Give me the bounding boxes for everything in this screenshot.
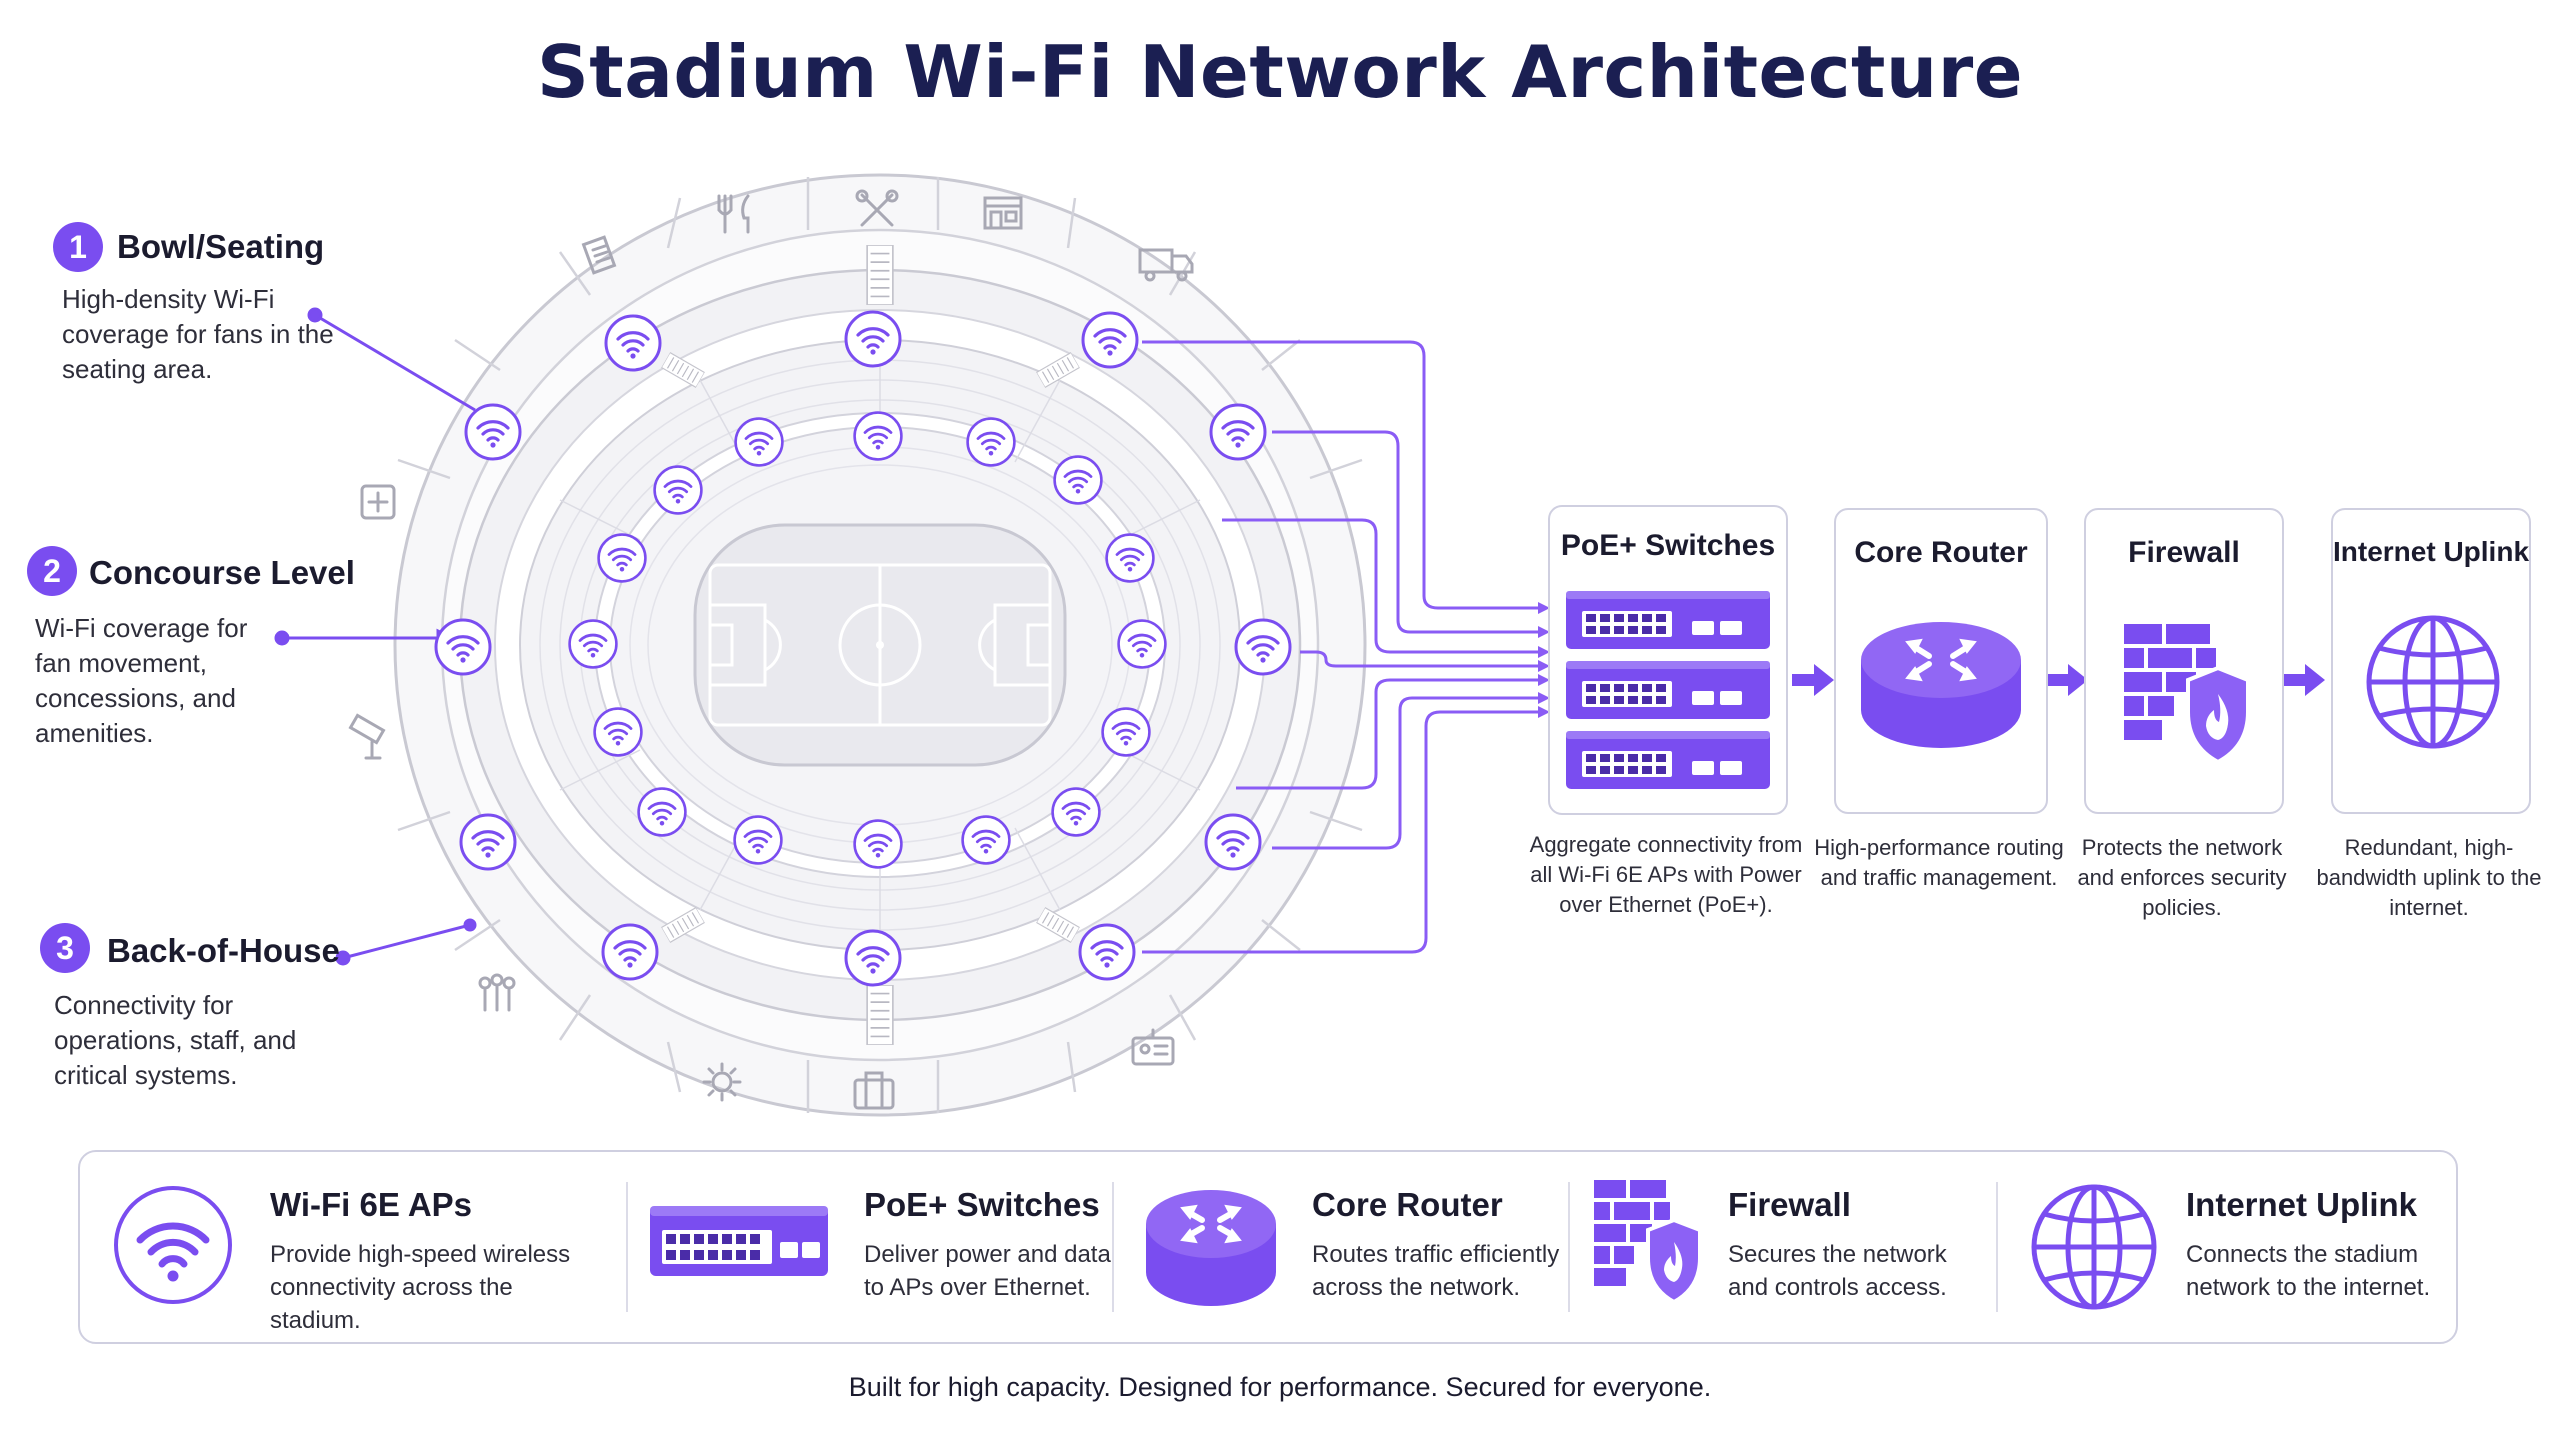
wifi-icon: [568, 619, 618, 669]
wifi-icon: [966, 417, 1016, 467]
wifi-icon: [1101, 707, 1151, 757]
wifi-icon: [1053, 455, 1103, 505]
zone-title: Back-of-House: [107, 932, 340, 969]
legend-divider: [1996, 1182, 1998, 1312]
wifi-icon: [434, 618, 492, 676]
legend-description: Provide high-speed wireless connectivity…: [270, 1241, 571, 1334]
zone-number-badge: 2: [27, 546, 77, 596]
legend-divider: [626, 1182, 628, 1312]
security-camera-icon: [348, 713, 386, 760]
router-icon: [1861, 622, 2021, 748]
legend-divider: [1568, 1182, 1570, 1312]
flow-card-poe-switches: PoE+ Switches: [1548, 505, 1788, 815]
zone-title: Concourse Level: [89, 554, 355, 591]
wifi-icon: [733, 815, 783, 865]
legend-description: Connects the stadium network to the inte…: [2186, 1241, 2431, 1301]
card-title: Firewall: [2128, 536, 2240, 569]
gear-icon: [702, 1062, 742, 1102]
card-description: Redundant, high-bandwidth uplink to the …: [2316, 835, 2542, 920]
legend-description: Deliver power and data to APs over Ether…: [864, 1241, 1111, 1301]
legend-description: Secures the network and controls access.: [1728, 1241, 1947, 1301]
flow-card-internet-uplink: Internet Uplink: [2331, 508, 2531, 814]
wifi-icon: [604, 314, 662, 372]
briefcase-icon: [853, 1071, 895, 1110]
zone-description: Wi-Fi coverage for fan movement, concess…: [35, 613, 248, 748]
zone-title: Bowl/Seating: [117, 228, 325, 265]
zone-description: High-density Wi-Fi coverage for fans in …: [62, 284, 334, 384]
wifi-icon: [593, 707, 643, 757]
people-icon: [478, 973, 516, 1012]
tools-icon: [855, 189, 899, 227]
card-title: Core Router: [1854, 536, 2028, 569]
card-title: PoE+ Switches: [1560, 529, 1776, 562]
legend-title: Core Router: [1312, 1186, 1503, 1223]
wifi-icon: [653, 465, 703, 515]
wifi-icon: [1209, 403, 1267, 461]
firewall-icon: [1594, 1180, 1702, 1305]
storefront-icon: [983, 196, 1023, 230]
zone-number-badge: 3: [40, 923, 90, 973]
wifi-icon: [1105, 533, 1155, 583]
legend-title: PoE+ Switches: [864, 1186, 1100, 1223]
legend-title: Wi-Fi 6E APs: [270, 1186, 473, 1223]
page-title: Stadium Wi-Fi Network Architecture: [536, 30, 2024, 114]
wifi-icon: [637, 787, 687, 837]
wifi-icon: [1078, 923, 1136, 981]
globe-icon: [2366, 615, 2500, 749]
id-badge-icon: [1131, 1028, 1175, 1066]
tagline: Built for high capacity. Designed for pe…: [848, 1372, 1712, 1402]
first-aid-icon: [360, 484, 396, 520]
wifi-icon: [1234, 618, 1292, 676]
wifi-icon: [853, 411, 903, 461]
flow-card-firewall: Firewall: [2084, 508, 2284, 814]
wifi-icon: [464, 403, 522, 461]
wifi-icon: [853, 819, 903, 869]
legend-title: Firewall: [1728, 1186, 1851, 1223]
stairs-icon: [866, 245, 894, 305]
router-icon: [1146, 1190, 1276, 1306]
wifi-icon: [961, 815, 1011, 865]
legend-divider: [1112, 1182, 1114, 1312]
switch-icon: [650, 1206, 828, 1276]
wifi-icon: [459, 813, 517, 871]
wifi-icon: [601, 923, 659, 981]
flow-card-core-router: Core Router: [1834, 508, 2048, 814]
card-description: Protects the network and enforces securi…: [2077, 835, 2287, 920]
zone-description: Connectivity for operations, staff, and …: [54, 990, 297, 1090]
legend-title: Internet Uplink: [2186, 1186, 2418, 1223]
card-description: High-performance routing and traffic man…: [1814, 835, 2064, 890]
stairs-icon: [866, 985, 894, 1045]
wifi-icon: [1051, 787, 1101, 837]
legend-panel: Wi-Fi 6E APs Provide high-speed wireless…: [78, 1150, 2458, 1344]
card-description: Aggregate connectivity from all Wi-Fi 6E…: [1529, 832, 1803, 917]
firewall-icon: [2124, 624, 2250, 765]
wifi-icon: [1204, 813, 1262, 871]
wifi-icon: [844, 929, 902, 987]
truck-icon: [1138, 248, 1194, 282]
fork-knife-icon: [717, 194, 750, 234]
zone-number-badge: 1: [53, 222, 103, 272]
wifi-icon: [597, 533, 647, 583]
switch-stack-icon: [1566, 591, 1770, 789]
wifi-icon: [1081, 311, 1139, 369]
wifi-icon: [114, 1186, 232, 1304]
wifi-icon: [1117, 619, 1167, 669]
wifi-icon: [844, 310, 902, 368]
globe-icon: [2031, 1184, 2157, 1310]
legend-description: Routes traffic efficiently across the ne…: [1312, 1241, 1560, 1301]
card-title: Internet Uplink: [2333, 536, 2530, 567]
wifi-icon: [734, 417, 784, 467]
